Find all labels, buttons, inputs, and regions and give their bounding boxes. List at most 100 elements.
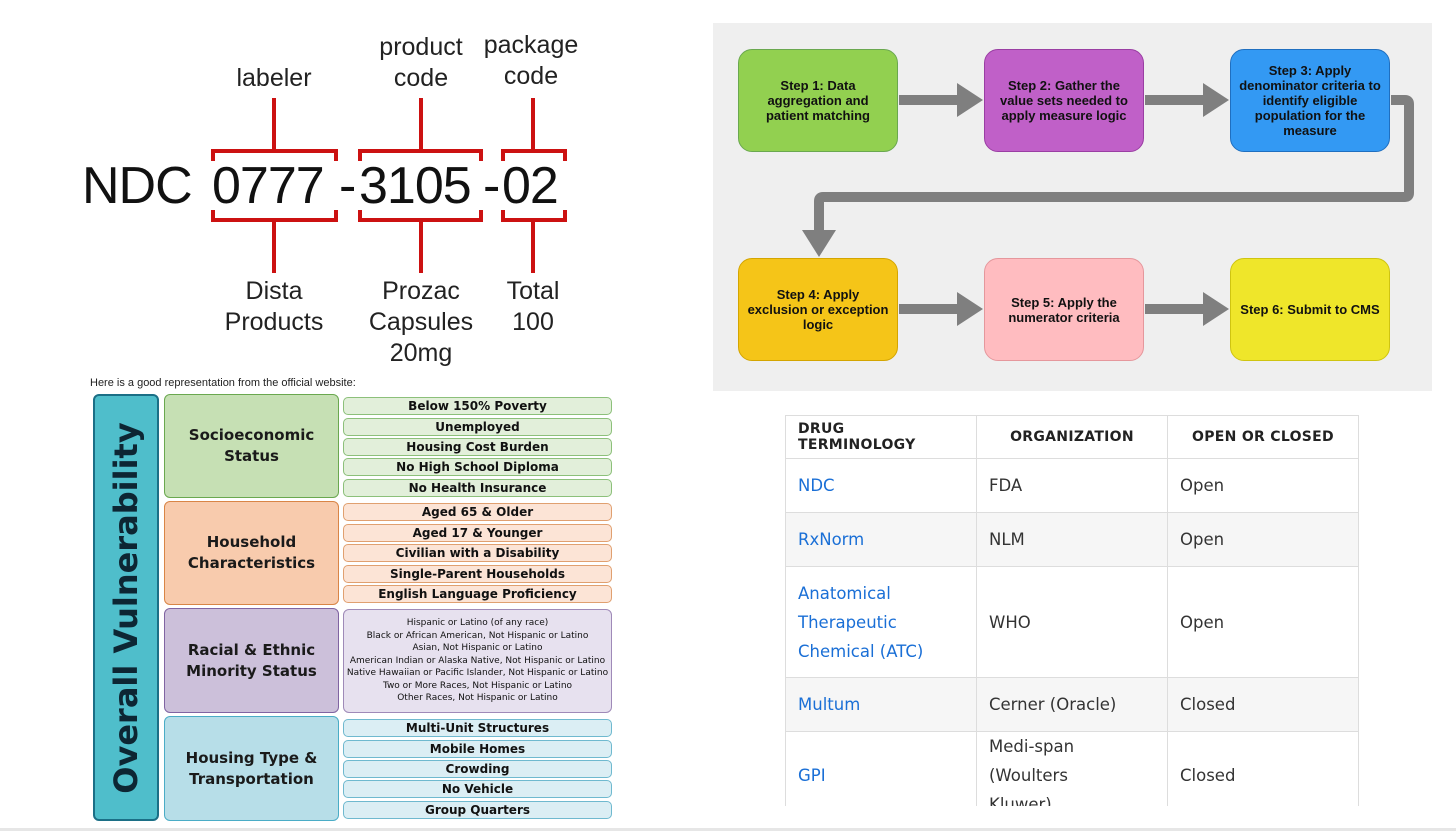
product-top-bracket [358, 149, 483, 153]
variable-item: Unemployed [343, 418, 612, 436]
variable-item: Civilian with a Disability [343, 544, 612, 562]
product-code-label-line2: code [393, 64, 449, 92]
overall-vulnerability-box: Overall Vulnerability [93, 394, 159, 821]
arrowhead-5 [957, 292, 983, 326]
variable-item: Group Quarters [343, 801, 612, 819]
term-link-rxnorm[interactable]: RxNorm [798, 530, 865, 549]
labeler-label: labeler [236, 64, 312, 92]
product-top-connector [419, 98, 423, 150]
package-top-connector [531, 98, 535, 150]
step-2: Step 2: Gather the value sets needed to … [984, 49, 1144, 152]
table-row: Multum Cerner (Oracle) Closed [785, 677, 1359, 732]
cell-term: GPI [785, 731, 977, 820]
package-bottom-bracket-left [501, 210, 505, 222]
variable-item: Single-Parent Households [343, 565, 612, 583]
flow-arrows [802, 83, 1414, 326]
product-top-bracket-right [479, 149, 483, 161]
variable-item: Mobile Homes [343, 740, 612, 758]
variable-item: Aged 17 & Younger [343, 524, 612, 542]
cell-org: WHO [976, 566, 1168, 678]
labeler-top-bracket-left [211, 149, 215, 161]
labeler-name-line1: Dista [245, 277, 303, 305]
header-drug-terminology: DRUG TERMINOLOGY [785, 415, 977, 459]
variable-item: American Indian or Alaska Native, Not Hi… [349, 655, 606, 666]
package-top-bracket [501, 149, 567, 153]
labeler-code: 0777 [212, 157, 325, 215]
term-link-gpi[interactable]: GPI [798, 766, 826, 785]
product-bottom-bracket-left [358, 210, 362, 222]
header-organization: ORGANIZATION [976, 415, 1168, 459]
arrowhead-2 [957, 83, 983, 117]
step-3: Step 3: Apply denominator criteria to id… [1230, 49, 1390, 152]
labeler-bottom-bracket-right [334, 210, 338, 222]
product-name-line3: 20mg [389, 339, 453, 367]
variable-item: Hispanic or Latino (of any race) [406, 617, 549, 628]
step-4: Step 4: Apply exclusion or exception log… [738, 258, 898, 361]
variable-item: Multi-Unit Structures [343, 719, 612, 737]
product-code-label-line1: product [379, 33, 463, 61]
variable-item: No Vehicle [343, 780, 612, 798]
cell-status: Open [1167, 458, 1359, 513]
step-1: Step 1: Data aggregation and patient mat… [738, 49, 898, 152]
arrow-3-4 [814, 95, 1414, 235]
variable-item: Housing Cost Burden [343, 438, 612, 456]
header-open-or-closed: OPEN OR CLOSED [1167, 415, 1359, 459]
product-top-bracket-left [358, 149, 362, 161]
theme-name-line2: Transportation [189, 769, 314, 788]
variable-item: No High School Diploma [343, 458, 612, 476]
cell-status: Closed [1167, 731, 1359, 820]
labeler-top-bracket [211, 149, 338, 153]
cell-status: Closed [1167, 677, 1359, 732]
term-link-ndc[interactable]: NDC [798, 476, 835, 495]
step-6: Step 6: Submit to CMS [1230, 258, 1390, 361]
theme-name-line1: Racial & Ethnic [187, 640, 316, 659]
theme-name-line2: Status [224, 447, 279, 465]
table-row: NDC FDA Open [785, 458, 1359, 513]
table-row: RxNorm NLM Open [785, 512, 1359, 567]
theme-name-line1: Socioeconomic [188, 426, 315, 444]
package-top-bracket-left [501, 149, 505, 161]
variable-item: Crowding [343, 760, 612, 778]
variable-item: English Language Proficiency [343, 585, 612, 603]
table-cutoff [785, 806, 1360, 831]
product-name-line1: Prozac [382, 277, 460, 305]
racial-ethnic-variables: Hispanic or Latino (of any race) Black o… [343, 609, 612, 713]
labeler-name-line2: Products [224, 308, 324, 336]
variable-item: Two or More Races, Not Hispanic or Latin… [382, 680, 573, 691]
cell-org: FDA [976, 458, 1168, 513]
package-bottom-connector [531, 221, 535, 273]
theme-name-line1: Housing Type & [185, 748, 318, 767]
package-top-bracket-right [563, 149, 567, 161]
product-bottom-connector [419, 221, 423, 273]
arrowhead-4 [802, 230, 836, 257]
package-bottom-bracket-right [563, 210, 567, 222]
package-bottom-bracket [501, 218, 567, 222]
ndc-diagram: labeler product code package code NDC 07… [0, 0, 700, 375]
labeler-top-bracket-right [334, 149, 338, 161]
term-link-multum[interactable]: Multum [798, 695, 861, 714]
theme-name-line2: Characteristics [187, 554, 316, 572]
variable-item: Aged 65 & Older [343, 503, 612, 521]
ndc-prefix: NDC [82, 157, 193, 215]
svi-caption: Here is a good representation from the o… [90, 377, 356, 389]
bottom-divider [0, 828, 1456, 831]
cell-term: Multum [785, 677, 977, 732]
package-code-label-line2: code [503, 62, 559, 90]
cell-org: NLM [976, 512, 1168, 567]
theme-name-line1: Household [206, 533, 297, 551]
labeler-bottom-bracket [211, 218, 338, 222]
cell-term: RxNorm [785, 512, 977, 567]
product-bottom-bracket [358, 218, 483, 222]
product-bottom-bracket-right [479, 210, 483, 222]
product-name-line2: Capsules [368, 308, 474, 336]
separator-1: - [339, 157, 356, 215]
variable-item: No Health Insurance [343, 479, 612, 497]
drug-terminology-table: DRUG TERMINOLOGY ORGANIZATION OPEN OR CL… [785, 415, 1359, 820]
